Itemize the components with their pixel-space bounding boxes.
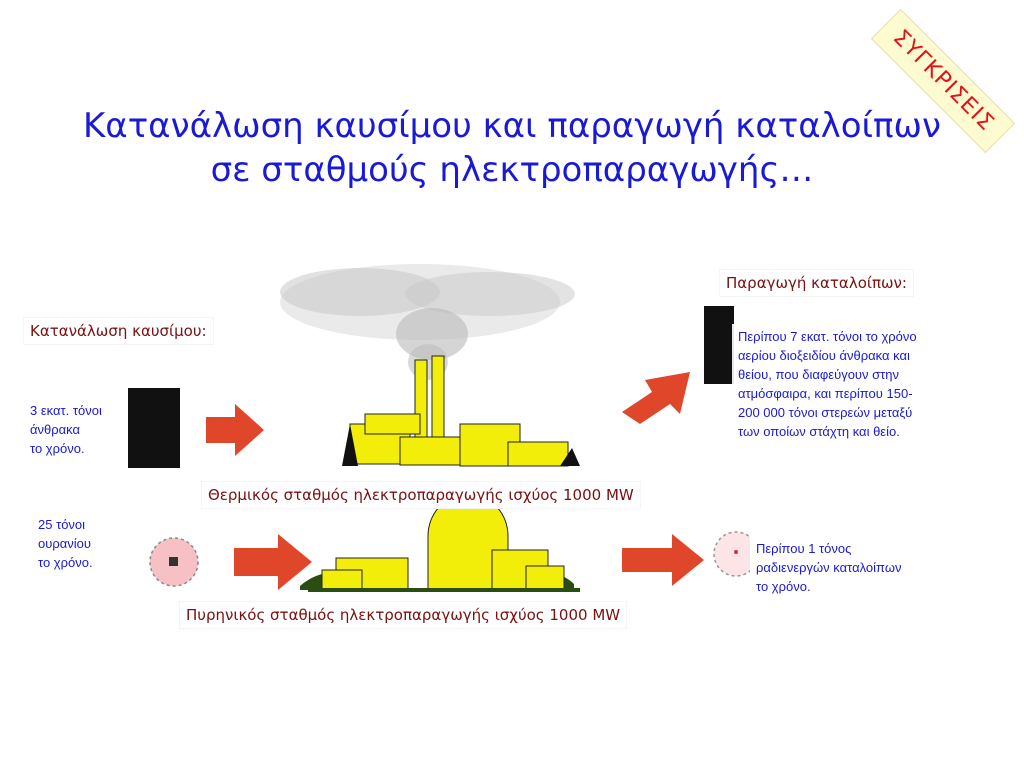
thermal-buildings [342, 413, 580, 467]
nuclear-input-text: 25 τόνοι ουρανίου το χρόνο. [32, 512, 114, 575]
nuclear-output-arrow [622, 534, 704, 586]
thermal-output-line: αερίου διοξειδίου άνθρακα και [738, 348, 910, 363]
thermal-output-line: των οποίων στάχτη και θείο. [738, 424, 900, 439]
diagram-graphics [128, 264, 759, 592]
diagram-panel: Κατανάλωση καυσίμου: Παραγωγή καταλοίπων… [24, 252, 984, 632]
thermal-input-line: άνθρακα [30, 422, 81, 437]
coal-block-icon [128, 388, 180, 468]
nuclear-input-arrow [234, 534, 312, 590]
title-line-1: Κατανάλωση καυσίμου και παραγωγή καταλοί… [83, 106, 941, 146]
nuclear-output-text: Περίπου 1 τόνος ραδιενεργών καταλοίπων τ… [750, 536, 962, 599]
nuclear-station [300, 493, 580, 592]
thermal-output-arrow [622, 372, 690, 424]
waste-drum-icon [704, 306, 734, 384]
nuclear-input-line: 25 τόνοι [38, 517, 86, 532]
fuel-consumption-header: Κατανάλωση καυσίμου: [24, 318, 213, 344]
nuclear-station-caption: Πυρηνικός σταθμός ηλεκτροπαραγωγής ισχύο… [180, 602, 627, 628]
smoke-cloud-icon [280, 264, 575, 380]
nuclear-input-line: το χρόνο. [38, 555, 93, 570]
thermal-input-arrow [206, 404, 264, 456]
thermal-output-line: ατμόσφαιρα, και περίπου 150- [738, 386, 913, 401]
waste-production-header: Παραγωγή καταλοίπων: [720, 270, 913, 296]
thermal-input-text: 3 εκατ. τόνοι άνθρακα το χρόνο. [24, 398, 128, 461]
thermal-output-line: θείου, που διαφεύγουν στην [738, 367, 900, 382]
title-line-2: σε σταθμούς ηλεκτροπαραγωγής… [210, 150, 814, 190]
nuclear-output-line: Περίπου 1 τόνος [756, 541, 852, 556]
thermal-output-line: 200 000 τόνοι στερεών μεταξύ [738, 405, 913, 420]
uranium-pellet-icon [149, 537, 199, 587]
nuclear-output-line: το χρόνο. [756, 579, 811, 594]
thermal-output-text: Περίπου 7 εκατ. τόνοι το χρόνο αερίου δι… [732, 324, 984, 444]
thermal-output-line: Περίπου 7 εκατ. τόνοι το χρόνο [738, 329, 917, 344]
nuclear-input-line: ουρανίου [38, 536, 91, 551]
thermal-input-line: 3 εκατ. τόνοι [30, 403, 102, 418]
nuclear-output-line: ραδιενεργών καταλοίπων [756, 560, 902, 575]
thermal-input-line: το χρόνο. [30, 441, 85, 456]
thermal-station-caption: Θερμικός σταθμός ηλεκτροπαραγωγής ισχύος… [202, 482, 640, 508]
page-title: Κατανάλωση καυσίμου και παραγωγή καταλοί… [0, 104, 1024, 192]
